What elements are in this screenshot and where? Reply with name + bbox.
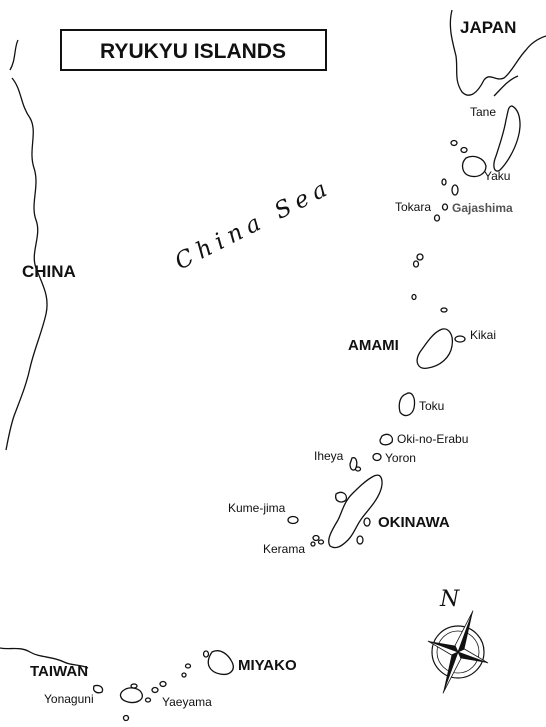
country-label-taiwan: TAIWAN <box>30 663 88 680</box>
group-label-okinawa: OKINAWA <box>378 514 450 531</box>
islet <box>411 293 417 301</box>
islet <box>354 466 362 472</box>
island-label-kume-jima: Kume-jima <box>228 501 286 515</box>
miyako-island <box>207 650 234 676</box>
china-coastline-north <box>9 39 19 71</box>
yaku-island <box>461 155 487 178</box>
islet <box>130 683 138 689</box>
compass-rose-icon: N <box>427 587 489 694</box>
islet <box>159 680 167 688</box>
japan-coastline <box>449 9 546 96</box>
islet <box>450 139 458 147</box>
title-box: RYUKYU ISLANDS <box>60 29 327 71</box>
kerama-islet <box>312 534 320 542</box>
islet <box>412 260 420 268</box>
islet <box>460 146 468 154</box>
toku-island <box>398 392 416 417</box>
island-label-yoron: Yoron <box>385 451 416 465</box>
islet <box>363 517 371 527</box>
island-label-kikai: Kikai <box>470 328 496 342</box>
island-label-gajashima: Gajashima <box>452 201 513 215</box>
island-label-tokara: Tokara <box>395 200 431 214</box>
map-title: RYUKYU ISLANDS <box>100 40 286 63</box>
japan-coastline-2 <box>493 75 519 97</box>
islet <box>184 663 192 669</box>
tokara-islet <box>433 214 441 222</box>
island-label-yonaguni: Yonaguni <box>44 692 94 706</box>
island-label-yaeyama: Yaeyama <box>162 695 212 709</box>
tokara-islet <box>441 203 449 211</box>
compass-north-label: N <box>439 587 460 612</box>
country-label-japan: JAPAN <box>460 18 516 37</box>
islet <box>441 178 447 186</box>
okinawa-island <box>328 474 383 549</box>
yoron-island <box>372 452 382 462</box>
islet <box>451 184 459 196</box>
islet <box>202 650 210 658</box>
islet <box>144 697 152 703</box>
kerama-islet <box>317 539 325 545</box>
islet <box>356 535 364 545</box>
island-label-oki-no-erabu: Oki-no-Erabu <box>397 432 468 446</box>
islet <box>122 714 130 722</box>
kume-jima-island <box>287 515 299 525</box>
islet <box>151 686 159 694</box>
islet <box>181 672 187 678</box>
island-label-iheya: Iheya <box>314 449 344 463</box>
taiwan-coastline <box>0 647 89 669</box>
yaeyama-island <box>119 687 143 704</box>
amami-oshima-island <box>416 328 454 369</box>
group-label-miyako: MIYAKO <box>238 657 297 674</box>
kikai-island <box>454 335 466 343</box>
island-label-toku: Toku <box>419 399 444 413</box>
china-coastline <box>5 77 48 451</box>
tane-island <box>493 105 521 172</box>
sea-label: China Sea <box>171 174 337 276</box>
island-label-yaku: Yaku <box>484 169 510 183</box>
island-label-kerama: Kerama <box>263 542 305 556</box>
country-label-china: CHINA <box>22 262 76 281</box>
yonaguni-island <box>92 684 104 694</box>
oki-no-erabu-island <box>379 433 394 446</box>
islet <box>416 253 424 261</box>
island-label-tane: Tane <box>470 105 496 119</box>
islet <box>440 307 448 313</box>
group-label-amami: AMAMI <box>348 337 399 354</box>
okinawa-islet <box>335 491 348 503</box>
kerama-islet <box>310 541 316 547</box>
